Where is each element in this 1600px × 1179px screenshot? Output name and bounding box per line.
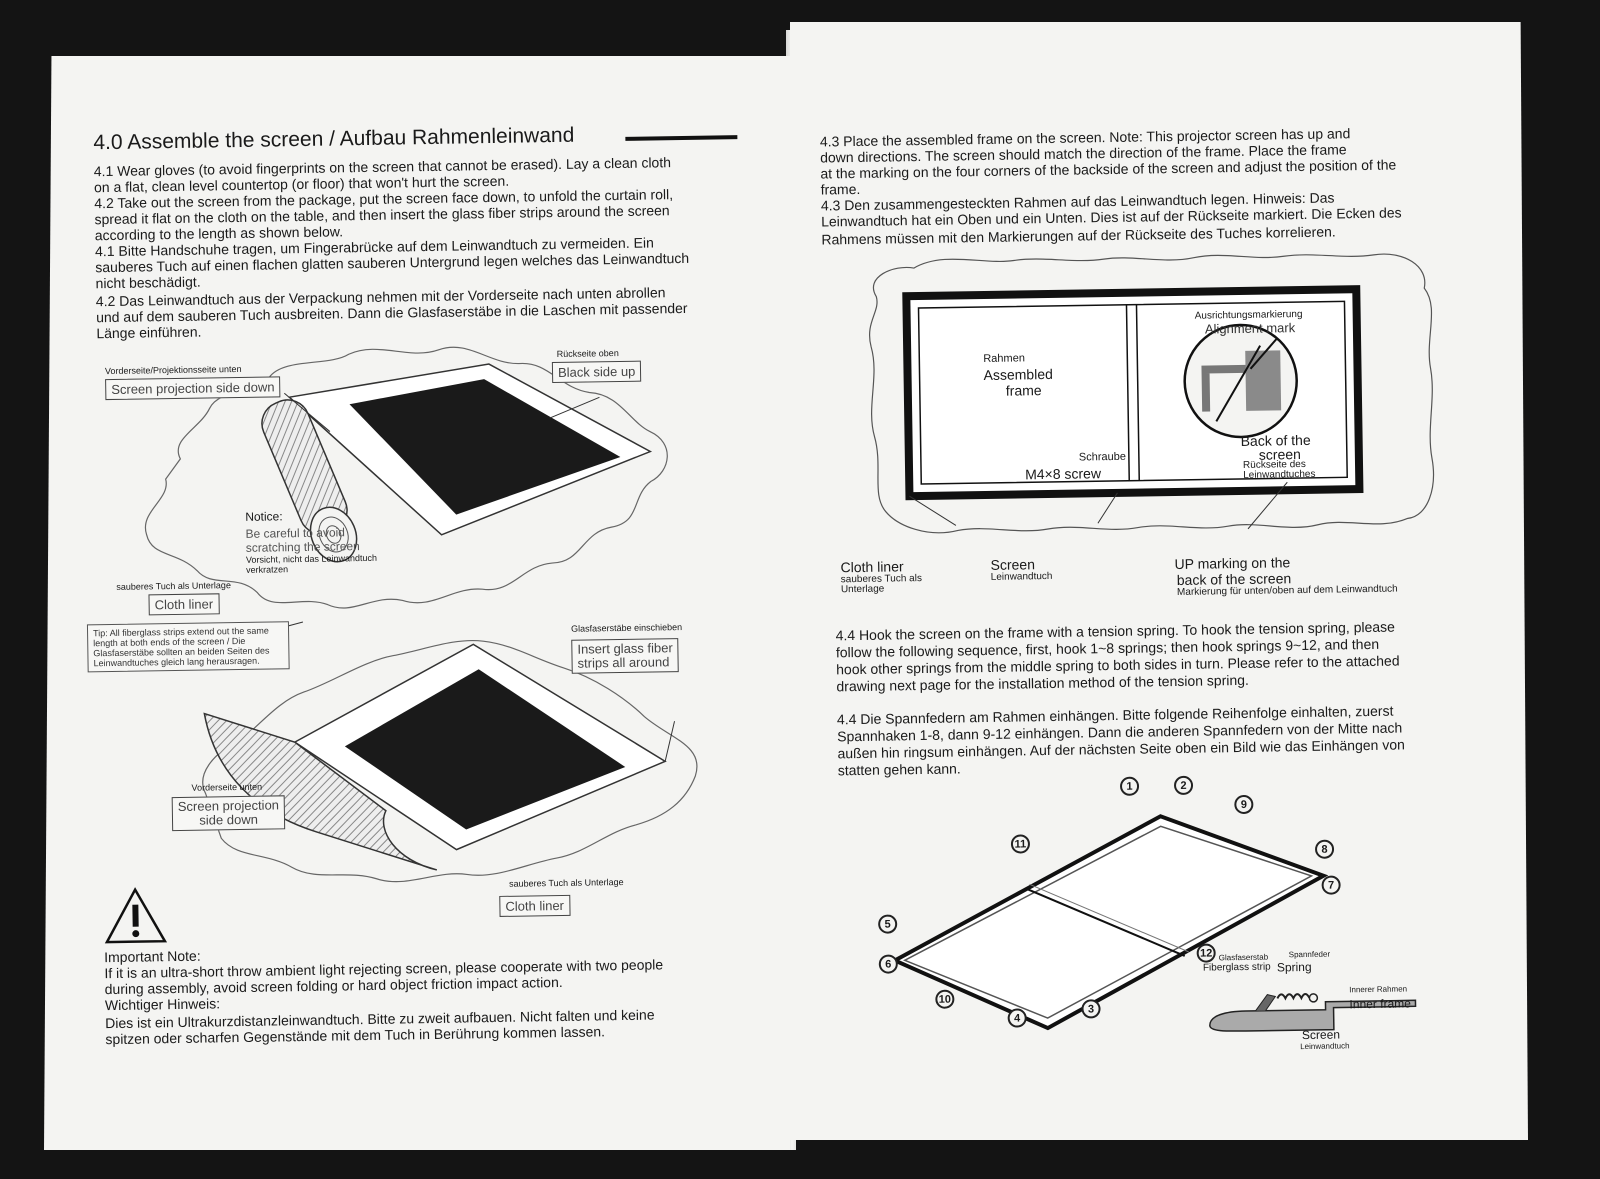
label-cloth2-de: sauberes Tuch als Unterlage bbox=[508, 876, 624, 889]
label-back-de: Rückseite oben bbox=[556, 348, 619, 359]
frame-on-screen-illustration bbox=[869, 253, 1434, 534]
label-front-de: Vorderseite unten bbox=[191, 781, 263, 793]
important-line: Important Note: bbox=[104, 947, 201, 966]
label-inner-de: Innerer Rahmen bbox=[1349, 984, 1408, 995]
spring-sequence-illustration bbox=[890, 814, 1329, 1031]
label-insert-de: Glasfaserstäbe einschieben bbox=[570, 622, 683, 634]
right-page-content: 4.3 Place the assembled frame on the scr… bbox=[790, 22, 1528, 1140]
label-insert-fiber: Insert glass fiber strips all around bbox=[571, 638, 680, 674]
label-screen2-de: Leinwandtuch bbox=[1300, 1041, 1350, 1052]
label-front-projection: Screen projection side down bbox=[171, 795, 286, 832]
title-rule bbox=[625, 135, 738, 141]
label-cloth-de: sauberes Tuch als Unterlage bbox=[116, 580, 231, 592]
label-alignment-mark: Alignment mark bbox=[1204, 320, 1296, 337]
label-projection-de: Vorderseite/Projektionsseite unten bbox=[104, 363, 242, 377]
warning-icon bbox=[104, 887, 168, 944]
left-page: 4.0 Assemble the screen / Aufbau Rahmenl… bbox=[44, 56, 790, 1150]
unroll-screen-illustration bbox=[144, 346, 668, 644]
label-spring: Spring bbox=[1276, 959, 1312, 975]
notice-title: Notice: bbox=[245, 509, 283, 524]
label-screen2: Screen bbox=[1301, 1027, 1341, 1043]
label-screen-de: Leinwandtuch bbox=[990, 570, 1053, 583]
insert-fiberglass-illustration bbox=[202, 639, 698, 883]
important-line: Wichtiger Hinweis: bbox=[104, 995, 221, 1014]
label-up-marking: UP marking on the bbox=[1174, 554, 1291, 573]
label-screw: M4×8 screw bbox=[1025, 465, 1102, 483]
notice-de: verkratzen bbox=[246, 564, 289, 575]
label-up-de: Markierung für unten/oben auf dem Leinwa… bbox=[1176, 583, 1398, 598]
left-page-content: 4.0 Assemble the screen / Aufbau Rahmenl… bbox=[44, 56, 790, 1150]
notice-de: Vorsicht, nicht das Leinwandtuch bbox=[245, 552, 378, 565]
label-front-line: side down bbox=[199, 811, 258, 828]
label-schraube: Schraube bbox=[1078, 450, 1127, 464]
label-insert-line: strips all around bbox=[577, 654, 670, 671]
page-title: 4.0 Assemble the screen / Aufbau Rahmenl… bbox=[93, 123, 575, 155]
label-cloth-de: Unterlage bbox=[840, 583, 885, 596]
text-line: frame. bbox=[820, 180, 861, 198]
text-line: nicht beschädigt. bbox=[95, 273, 201, 292]
label-cloth-liner: Cloth liner bbox=[148, 593, 220, 616]
text-line: statten gehen kann. bbox=[837, 760, 961, 779]
right-page: 4.3 Place the assembled frame on the scr… bbox=[790, 22, 1528, 1140]
label-inner-frame: Inner frame bbox=[1349, 996, 1411, 1012]
label-black-side-up: Black side up bbox=[551, 360, 642, 384]
label-assembled: frame bbox=[1005, 382, 1042, 399]
label-fiberglass: Fiberglass strip bbox=[1202, 961, 1271, 974]
label-assembled: Assembled bbox=[983, 365, 1053, 384]
notice-line: Be careful to avoid bbox=[245, 525, 346, 541]
label-rahmen: Rahmen bbox=[983, 352, 1025, 366]
label-projection-side: Screen projection side down bbox=[105, 376, 281, 401]
label-cloth2: Cloth liner bbox=[499, 894, 571, 917]
label-back-de: Leinwandtuches bbox=[1243, 468, 1316, 481]
spring-detail-illustration bbox=[1209, 993, 1417, 1032]
label-feder-de: Spannfeder bbox=[1288, 949, 1331, 960]
